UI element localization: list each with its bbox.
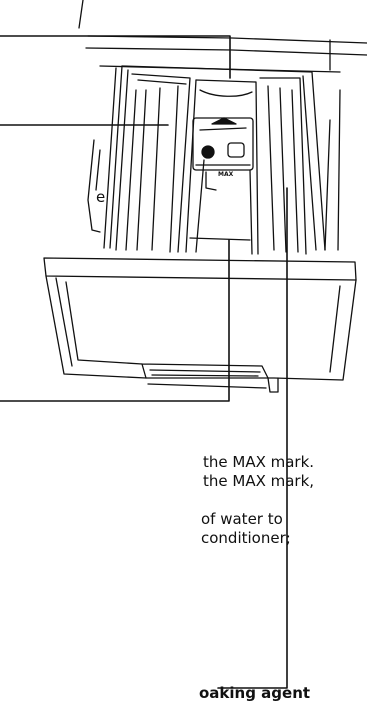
instruction-line: the MAX mark, bbox=[203, 472, 314, 490]
prewash-compartment bbox=[126, 74, 190, 252]
softener-compartment bbox=[260, 78, 306, 254]
instruction-line: of water to bbox=[201, 510, 283, 528]
instruction-line: conditioner; bbox=[201, 529, 291, 547]
compartment-heading: oaking agent bbox=[199, 684, 310, 702]
callout-text-fragment: e bbox=[96, 188, 105, 206]
instruction-line: the MAX mark. bbox=[203, 453, 314, 471]
drawer-front bbox=[44, 258, 356, 392]
main-wash-compartment bbox=[186, 80, 258, 254]
max-mark-label: MAX bbox=[218, 171, 234, 178]
